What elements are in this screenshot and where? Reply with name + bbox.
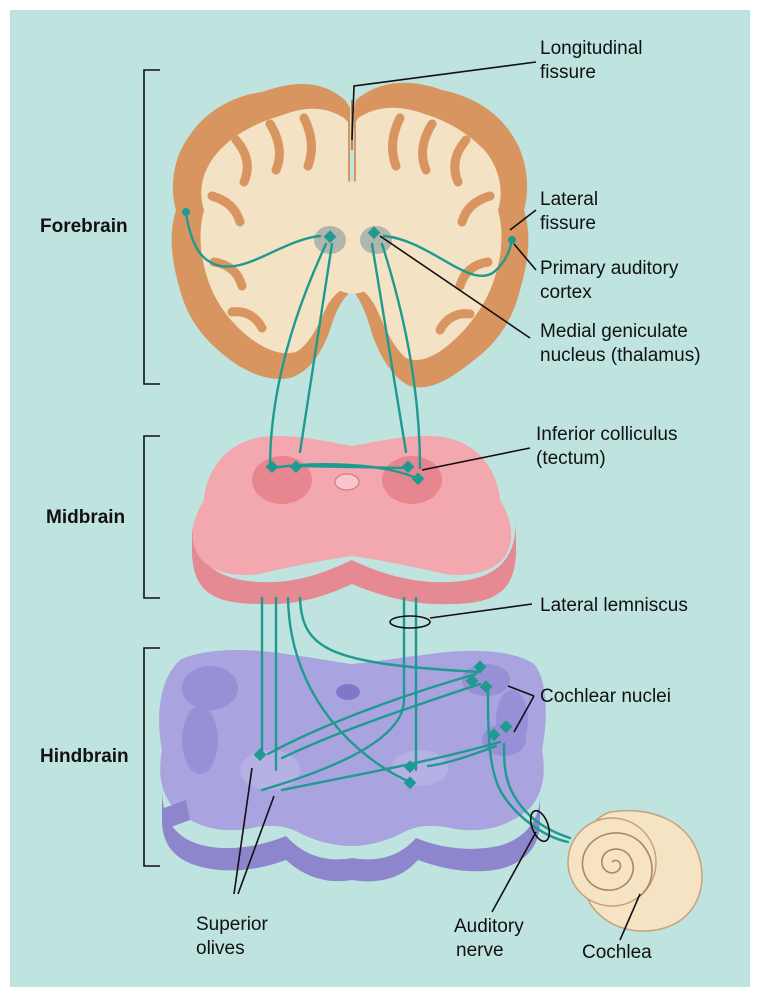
- leader-cochlear-nuclei-2: [513, 695, 535, 733]
- synapse-mgn-left: [323, 230, 337, 244]
- label-primary-auditory-cortex-2: cortex: [540, 282, 592, 303]
- cn-to-left-olive: [280, 682, 482, 760]
- synapse-cn-2: [465, 674, 479, 688]
- ic-to-mgn-right-1: [370, 242, 408, 454]
- leader-lateral-fissure: [509, 209, 537, 231]
- auditory-nerve-ring: [529, 809, 551, 843]
- cochlea-spiral: [581, 832, 653, 897]
- hindbrain-fold-2: [182, 706, 218, 774]
- leader-longitudinal-fissure: [351, 61, 537, 141]
- hindbrain-body: [159, 650, 546, 846]
- colliculi-cross: [270, 463, 418, 480]
- synapse-cn-5: [499, 720, 513, 734]
- leader-cochlea: [619, 893, 641, 941]
- label-lateral-fissure-1: Lateral: [540, 189, 598, 210]
- midbrain-body: [192, 435, 512, 576]
- ic-to-mgn-right-2: [380, 242, 422, 470]
- cerebral-aqueduct: [334, 473, 360, 491]
- fourth-ventricle: [336, 684, 360, 700]
- midbrain-body-side: [192, 520, 516, 605]
- label-medial-geniculate-1: Medial geniculate: [540, 321, 688, 342]
- cn-crossing: [266, 672, 478, 756]
- auditory-nerve-fibre-1: [502, 742, 572, 840]
- region-midbrain: Midbrain: [46, 507, 125, 528]
- label-medial-geniculate-2: nucleus (thalamus): [540, 345, 701, 366]
- synapse-ic-right-1: [401, 460, 415, 474]
- label-inferior-colliculus-1: Inferior colliculus: [536, 424, 678, 445]
- superior-olive-right: [392, 750, 448, 786]
- lemniscus-left-4: [298, 596, 482, 674]
- hindbrain-fold-1: [182, 666, 238, 710]
- hindbrain-bracket: [143, 647, 160, 867]
- synapse-olive-right-1: [403, 760, 417, 774]
- leader-primary-auditory-cortex: [513, 243, 537, 271]
- auditory-nerve-fibre-2: [486, 684, 570, 844]
- label-cochlea: Cochlea: [582, 942, 652, 963]
- leader-inferior-colliculus: [421, 447, 531, 471]
- region-forebrain: Forebrain: [40, 216, 128, 237]
- synapse-ic-left-1: [265, 460, 279, 474]
- region-hindbrain: Hindbrain: [40, 746, 129, 767]
- leader-auditory-nerve: [491, 831, 537, 913]
- synapse-ic-right-2: [411, 472, 425, 486]
- label-auditory-nerve-1: Auditory: [454, 916, 524, 937]
- colliculi-commissure: [296, 464, 408, 470]
- midbrain-bracket: [143, 435, 160, 599]
- hindbrain-stub: [164, 800, 190, 828]
- label-longitudinal-fissure-2: fissure: [540, 62, 596, 83]
- left-white-matter: [200, 108, 348, 354]
- superior-olive-left: [240, 750, 300, 790]
- label-longitudinal-fissure-1: Longitudinal: [540, 38, 642, 59]
- mgn-to-cortex-right: [382, 234, 514, 278]
- leader-superior-olives-1: [233, 767, 253, 895]
- lateral-lemniscus-ring: [389, 615, 431, 629]
- corpus-callosum: [316, 181, 390, 294]
- right-white-matter: [356, 107, 502, 361]
- auditory-pathways: [182, 208, 572, 844]
- synapse-olive-left: [253, 748, 267, 762]
- leader-superior-olives-2: [237, 795, 275, 895]
- synapse-olive-right-2: [403, 776, 417, 790]
- leader-lateral-lemniscus: [429, 603, 533, 619]
- label-cochlear-nuclei: Cochlear nuclei: [540, 686, 671, 707]
- synapse-ic-left-2: [289, 460, 303, 474]
- lemniscus-right-1: [260, 596, 406, 792]
- cochlea: [567, 809, 703, 932]
- synapse-cortex-right: [508, 236, 516, 244]
- synapse-cn-3: [479, 680, 493, 694]
- label-lateral-fissure-2: fissure: [540, 213, 596, 234]
- leader-medial-geniculate: [379, 235, 531, 339]
- label-superior-olives-1: Superior: [196, 914, 268, 935]
- label-lateral-lemniscus: Lateral lemniscus: [540, 595, 688, 616]
- label-inferior-colliculus-2: (tectum): [536, 448, 606, 469]
- synapse-markers: [182, 208, 516, 790]
- inferior-colliculus-left: [252, 456, 312, 504]
- lemniscus-left-3: [286, 596, 412, 784]
- forebrain-section: [171, 82, 529, 388]
- cn-to-right-olive: [426, 744, 498, 768]
- synapse-cortex-left: [182, 208, 190, 216]
- ic-to-mgn-left-1: [268, 242, 328, 470]
- hindbrain-section: [159, 650, 546, 882]
- mgn-to-cortex-left: [184, 212, 322, 268]
- inferior-colliculus-right: [382, 456, 442, 504]
- hindbrain-body-side: [162, 790, 540, 882]
- label-superior-olives-2: olives: [196, 938, 245, 959]
- synapse-mgn-right: [367, 226, 381, 240]
- leader-cochlear-nuclei-1: [507, 685, 535, 697]
- label-primary-auditory-cortex-1: Primary auditory: [540, 258, 679, 279]
- synapse-cn-4: [487, 728, 501, 742]
- cn-to-left-olive-2: [280, 740, 502, 792]
- ic-to-mgn-left-2: [298, 242, 334, 454]
- synapse-cn-1: [473, 660, 487, 674]
- forebrain-bracket: [143, 69, 160, 385]
- label-auditory-nerve-2: nerve: [456, 940, 504, 961]
- cortical-folds: [207, 113, 495, 335]
